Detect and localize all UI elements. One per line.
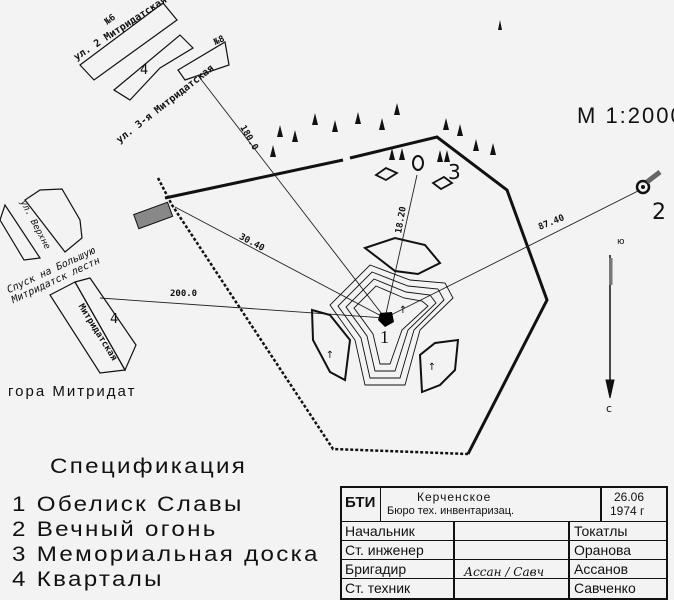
signature: Ассан / Савч <box>464 565 545 579</box>
plaque-icon <box>431 175 454 191</box>
spec-item: 1 Обелиск Славы <box>12 493 244 516</box>
staff-row: Начальник Токатлы <box>342 521 666 541</box>
year: 1974 г <box>610 504 645 518</box>
divider <box>600 488 602 521</box>
eternal-flame-icon <box>412 155 424 171</box>
role-label: Ст. техник <box>345 580 411 596</box>
lawn-right <box>418 338 460 394</box>
spec-item: 4 Кварталы <box>12 568 164 591</box>
quarter-label: 4 <box>110 312 119 327</box>
role-label: Ст. инженер <box>345 542 424 558</box>
monument-terraces <box>329 264 454 386</box>
marker-plaque: 3 <box>448 160 461 184</box>
svg-text:↑: ↑ <box>399 305 407 316</box>
date: 26.06 <box>614 490 645 504</box>
block-left <box>0 203 42 261</box>
org-subtitle: Бюро тех. инвентаризац. <box>387 505 515 517</box>
compass-south: ю <box>617 237 625 247</box>
line-30 <box>174 206 386 319</box>
boundary-north-2 <box>349 135 549 455</box>
spec-item: 3 Мемориальная доска <box>12 543 320 566</box>
role-label: Начальник <box>345 523 415 539</box>
person-name: Ассанов <box>574 561 629 577</box>
boundary-west <box>156 177 469 456</box>
staff-row: Ст. инженер Оранова <box>342 540 666 560</box>
tree-icons <box>270 20 502 162</box>
org-name: Керченское <box>417 490 492 504</box>
line-180 <box>199 77 386 319</box>
lawn-top <box>362 236 442 276</box>
north-arrow-icon <box>605 255 615 399</box>
fire-icon <box>635 170 662 195</box>
plaque-icon <box>374 166 399 182</box>
person-name: Токатлы <box>574 523 628 539</box>
tree-symbols: ↑ ↑ ↑ <box>326 305 436 373</box>
specification-title: Спецификация <box>50 455 248 478</box>
role-label: Бригадир <box>345 561 407 577</box>
logo-cell <box>342 488 381 521</box>
boundary-north <box>164 158 344 200</box>
scale-label: М 1:2000 <box>577 103 674 128</box>
mountain-label: гора Митридат <box>8 383 137 400</box>
compass-north: с <box>606 402 613 415</box>
quarter-4-top <box>112 34 194 101</box>
line-200 <box>99 297 386 319</box>
person-name: Савченко <box>574 580 636 596</box>
quarter-4-left-b <box>49 281 126 374</box>
marker-obelisk: 1 <box>380 327 389 347</box>
distance-label: 200.0 <box>170 289 198 299</box>
quarter-label: 4 <box>140 63 149 78</box>
marker-fire: 2 <box>652 200 666 225</box>
block-6 <box>79 2 178 81</box>
block-8 <box>177 41 230 81</box>
block-verkh <box>24 188 83 253</box>
title-block: БТИ Керченское Бюро тех. инвентаризац. 2… <box>340 486 668 600</box>
obelisk-icon <box>378 312 394 327</box>
stairs-icon <box>133 201 174 230</box>
person-name: Оранова <box>574 542 632 558</box>
lawn-left <box>310 308 352 382</box>
svg-text:↑: ↑ <box>428 362 436 373</box>
bti-logo: БТИ <box>345 494 376 511</box>
line-87 <box>384 189 641 319</box>
svg-text:↑: ↑ <box>326 350 334 361</box>
staff-row: Бригадир Ассанов <box>342 559 666 579</box>
line-18 <box>384 174 418 319</box>
spec-item: 2 Вечный огонь <box>12 518 218 541</box>
staff-row: Ст. техник Савченко <box>342 578 666 598</box>
